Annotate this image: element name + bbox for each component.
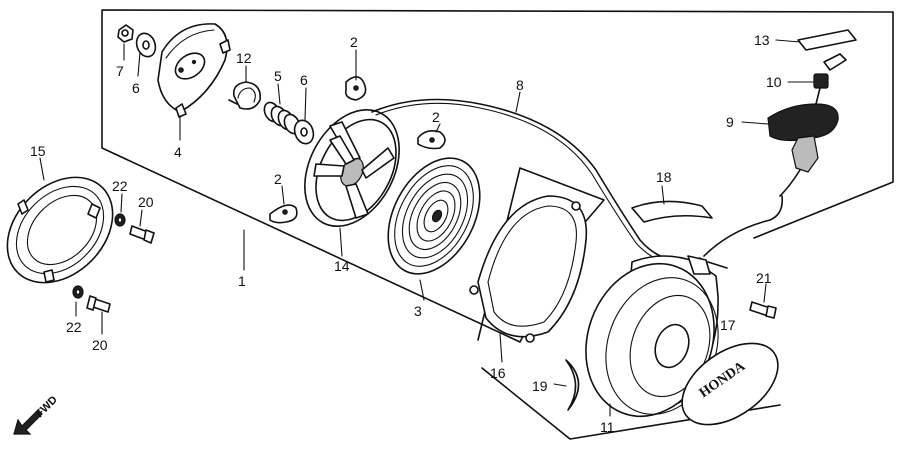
forward-arrow-icon <box>13 409 43 435</box>
ratchet-2-middle-hole <box>429 137 435 143</box>
leader-lines <box>39 39 815 417</box>
callout-19: 19 <box>532 378 548 394</box>
callout-17: 17 <box>720 317 736 333</box>
callout-21: 21 <box>756 270 772 286</box>
emblem-17: HONDA <box>681 342 779 426</box>
callout-4: 4 <box>174 144 182 160</box>
starter-rope-8 <box>371 98 701 262</box>
callout-2-middle: 2 <box>432 109 440 125</box>
gasket-16 <box>469 195 588 343</box>
callout-13: 13 <box>754 32 770 48</box>
callout-14: 14 <box>334 258 350 274</box>
forward-direction-indicator: FWD <box>13 394 60 435</box>
callout-8: 8 <box>516 77 524 93</box>
callout-20-upper: 20 <box>138 194 154 210</box>
callout-11: 11 <box>600 419 615 435</box>
callout-9: 9 <box>726 114 734 130</box>
callout-2-top: 2 <box>350 34 358 50</box>
handle-tag-13 <box>797 29 857 51</box>
bolt-20-upper <box>129 225 155 244</box>
bolt-21 <box>749 301 777 319</box>
starter-case-11 <box>585 255 719 418</box>
spiral-spring-3 <box>387 157 481 275</box>
washer-22-upper <box>114 213 126 227</box>
callout-1: 1 <box>238 273 246 289</box>
ratchet-2-lower-hole <box>282 209 288 215</box>
callout-20-lower: 20 <box>92 337 108 353</box>
callout-16: 16 <box>490 365 506 381</box>
callout-5: 5 <box>274 68 282 84</box>
callout-2-lower: 2 <box>274 171 282 187</box>
starter-rope-8-inner <box>375 102 701 266</box>
rope-to-handle <box>703 195 784 257</box>
starter-handle-9 <box>767 103 839 197</box>
callout-7: 7 <box>116 63 124 79</box>
rope-guide-19 <box>565 359 580 411</box>
washer-6-left <box>135 32 157 58</box>
callout-18: 18 <box>656 169 672 185</box>
handle-bolt-10 <box>813 53 847 105</box>
label-plate-18 <box>631 200 713 223</box>
callout-15: 15 <box>30 143 46 159</box>
callout-12: 12 <box>236 50 252 66</box>
friction-spring-12 <box>228 81 262 110</box>
ratchet-2-top-hole <box>353 85 359 91</box>
forward-label: FWD <box>34 394 60 420</box>
callout-6-middle: 6 <box>300 72 308 88</box>
callout-22-lower: 22 <box>66 319 82 335</box>
callout-22-upper: 22 <box>112 178 128 194</box>
drive-plate-4 <box>157 23 231 118</box>
spring-5 <box>263 101 301 135</box>
bolt-20-lower <box>86 295 111 313</box>
pulley-cover-15 <box>6 176 114 284</box>
washer-6-middle <box>293 119 315 145</box>
callout-10: 10 <box>766 74 782 90</box>
callout-6-left: 6 <box>132 80 140 96</box>
washer-22-lower <box>72 285 84 299</box>
nut-7 <box>117 24 134 43</box>
assembly-boundary-outline <box>101 9 894 343</box>
callout-3: 3 <box>414 303 422 319</box>
